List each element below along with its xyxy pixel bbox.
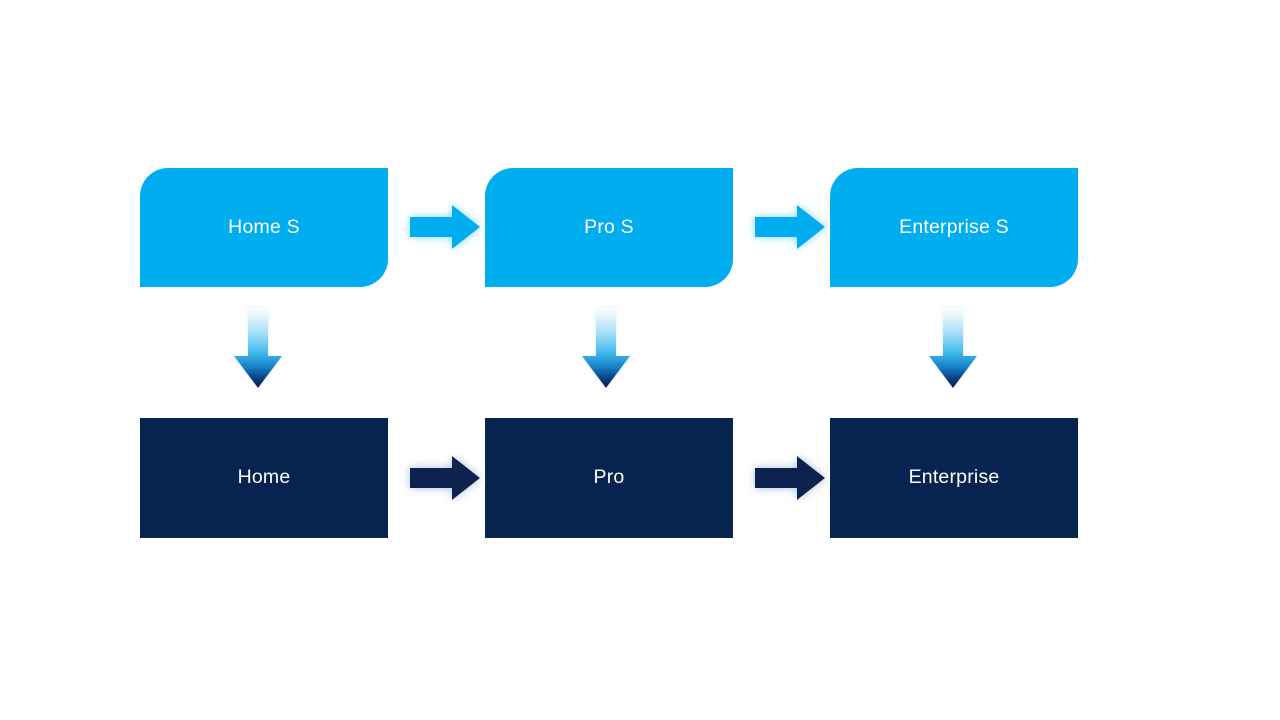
arrow-down-icon-home-s-to-home	[232, 308, 284, 390]
tier-label: Home	[237, 466, 291, 489]
arrow-right-icon-pro-to-enterprise	[753, 453, 827, 503]
tier-box-enterprise-s[interactable]: Enterprise S	[830, 168, 1078, 287]
tier-label: Pro S	[584, 215, 634, 238]
tier-box-pro[interactable]: Pro	[485, 418, 733, 538]
tier-box-home-s[interactable]: Home S	[140, 168, 388, 287]
tier-box-enterprise[interactable]: Enterprise	[830, 418, 1078, 538]
arrow-right-icon-home-s-to-pro-s	[408, 202, 482, 252]
tier-box-home[interactable]: Home	[140, 418, 388, 538]
tier-box-pro-s[interactable]: Pro S	[485, 168, 733, 287]
arrow-right-icon-pro-s-to-enterprise-s	[753, 202, 827, 252]
tier-label: Pro	[593, 466, 625, 489]
tier-label: Home S	[228, 215, 300, 238]
arrow-down-icon-pro-s-to-pro	[580, 308, 632, 390]
tier-label: Enterprise	[908, 466, 1000, 489]
tier-label: Enterprise S	[899, 215, 1009, 238]
arrow-right-icon-home-to-pro	[408, 453, 482, 503]
arrow-down-icon-enterprise-s-to-enterprise	[927, 308, 979, 390]
